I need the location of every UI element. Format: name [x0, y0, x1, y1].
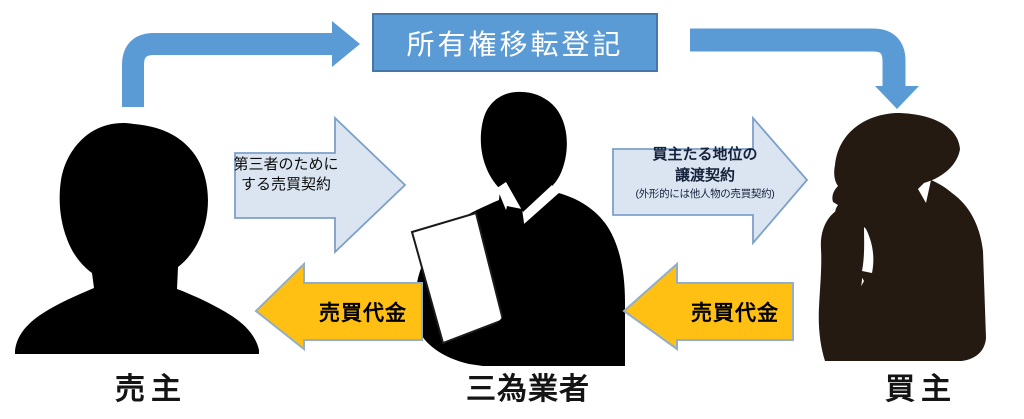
block-arrow-right-icon: [612, 115, 809, 246]
block-arrow-left-icon: [622, 261, 794, 351]
registration-to-buyer-arrow: [690, 28, 919, 109]
arrowhead-down-icon: [875, 86, 919, 109]
buyer-silhouette: [818, 113, 986, 361]
registration-title: 所有権移転登記: [406, 28, 624, 60]
payment-arrow-to-seller: [254, 261, 423, 352]
block-arrow-right-icon: [234, 115, 407, 255]
payment-arrow-to-intermediary: [622, 261, 794, 351]
arrowhead-right-icon: [332, 21, 360, 67]
registration-title-box: 所有権移転登記: [372, 13, 658, 72]
block-arrow-left-icon: [254, 261, 423, 352]
elbow-line: [122, 33, 334, 107]
contract-arrow-label: 第三者のために する売買契約: [233, 156, 339, 194]
seller-label: 売主: [115, 373, 187, 406]
buyer-label: 買主: [885, 373, 957, 406]
seller-to-registration-arrow: [122, 21, 360, 107]
forearm-shape: [463, 316, 535, 366]
contract-arrow: [234, 115, 407, 255]
intermediary-label: 三為業者: [466, 373, 590, 406]
buyer-hand-shape: [818, 211, 866, 361]
transfer-arrow: [612, 115, 809, 246]
buyer-body-shape: [832, 113, 986, 361]
intermediary-silhouette: [410, 91, 625, 366]
seller-body-shape: [15, 123, 259, 354]
seller-silhouette: [15, 123, 259, 354]
payment-to-intermediary-label: 売買代金: [691, 301, 779, 325]
transfer-arrow-label: 買主たる地位の 譲渡契約 (外形的には他人物の売買契約): [635, 146, 775, 200]
elbow-line: [690, 28, 906, 88]
buyer-hand-gap: [862, 227, 874, 273]
necktie-shape: [501, 206, 525, 282]
payment-to-seller-label: 売買代金: [319, 301, 407, 325]
